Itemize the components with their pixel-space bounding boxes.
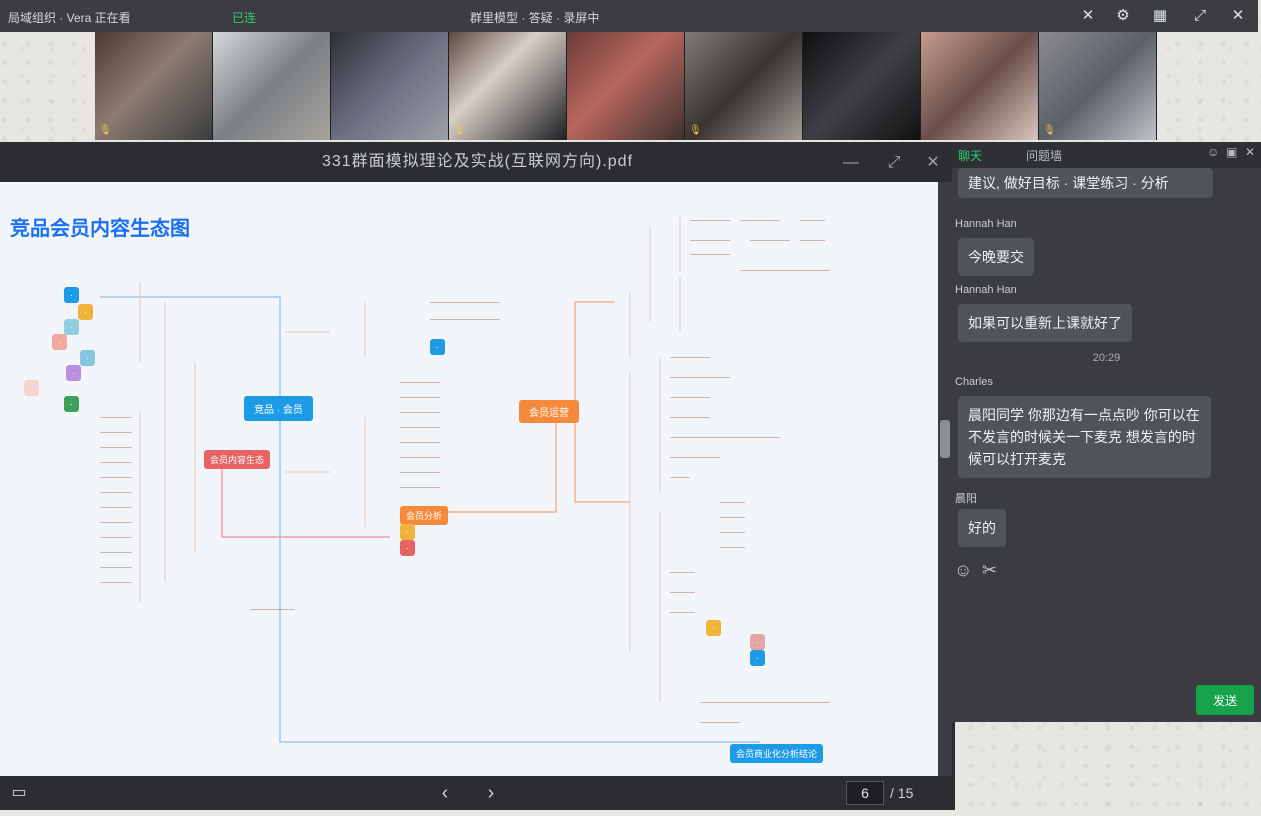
- pdf-scrollbar-thumb[interactable]: [940, 420, 950, 458]
- video-tile[interactable]: 🎙: [95, 32, 213, 140]
- mindmap-sub-node: ·: [400, 524, 415, 540]
- minimize-icon[interactable]: —: [843, 154, 859, 171]
- mic-icon: 🎙: [99, 125, 112, 136]
- send-button[interactable]: 发送: [1196, 685, 1254, 715]
- video-tile[interactable]: 🎙: [685, 32, 803, 140]
- mic-icon: 🎙: [689, 125, 702, 136]
- mindmap-tag: ·: [64, 396, 79, 412]
- mindmap-tag: ·: [80, 350, 95, 366]
- pdf-title: 331群面模拟理论及实战(互联网方向).pdf: [321, 153, 634, 170]
- mindmap-sub-node: ·: [400, 540, 415, 556]
- mindmap-branch-node: 竞品 · 会员: [244, 396, 313, 421]
- close-icon[interactable]: ✕: [926, 154, 940, 171]
- mindmap-branch-node: 会员运营: [519, 400, 579, 423]
- chat-sender: Hannah Han: [955, 284, 1017, 296]
- video-tile[interactable]: [567, 32, 685, 140]
- mindmap-tag: ·: [78, 304, 93, 320]
- mindmap-sub-node: 会员分析: [400, 506, 449, 525]
- chat-timestamp: 20:29: [1092, 352, 1121, 364]
- mic-icon: 🎙: [1043, 125, 1056, 136]
- prev-page-button[interactable]: ‹: [441, 782, 449, 804]
- thumbnail-icon[interactable]: ▭: [11, 784, 27, 801]
- pdf-page: 竞品会员内容生态图 竞品 · 会员 会员内容生态 会员运营 会员分析: [0, 182, 938, 776]
- pdf-viewer-window: 331群面模拟理论及实战(互联网方向).pdf — ⤢ ✕ 竞品会员内容生态图: [0, 142, 955, 810]
- close-red-icon[interactable]: ✕: [1081, 7, 1095, 24]
- page-number-input[interactable]: 6: [846, 781, 884, 805]
- expand-icon[interactable]: ⤢: [1193, 7, 1206, 24]
- video-strip: 🎙 🎙 🎙 🎙: [95, 32, 1157, 140]
- chat-sender: Hannah Han: [955, 218, 1017, 230]
- mindmap-sub-node: ·: [706, 620, 721, 636]
- chat-message: 好的: [958, 509, 1006, 547]
- mindmap-tag: ·: [24, 380, 39, 396]
- meeting-title: 群里模型 · 答疑 · 录屏中: [470, 11, 600, 25]
- chat-message: 今晚要交: [958, 238, 1034, 276]
- chat-header: 聊天 问题墙 ☺ ▣ ✕: [952, 142, 1261, 168]
- close-icon[interactable]: ✕: [1245, 145, 1256, 159]
- chat-sender: 晨阳: [955, 493, 977, 505]
- scissors-icon[interactable]: ✂: [982, 560, 998, 580]
- layout-icon[interactable]: ▦: [1152, 7, 1168, 24]
- tab-questions[interactable]: 问题墙: [1026, 149, 1063, 163]
- settings-icon[interactable]: ⚙: [1116, 7, 1130, 24]
- page-heading: 竞品会员内容生态图: [10, 218, 190, 240]
- meeting-info-text: 局域组织 · Vera 正在看: [8, 11, 131, 25]
- mindmap-sub-node: ·: [750, 650, 765, 666]
- page-total: / 15: [890, 785, 914, 801]
- connection-status: 已连: [232, 11, 257, 25]
- popout-icon[interactable]: ▣: [1226, 145, 1238, 159]
- video-tile[interactable]: [921, 32, 1039, 140]
- video-tile[interactable]: [803, 32, 921, 140]
- chat-message: 建议, 做好目标 · 课堂练习 · 分析: [958, 168, 1213, 198]
- fullscreen-icon[interactable]: ⤢: [887, 154, 901, 171]
- close-icon[interactable]: ✕: [1231, 7, 1245, 24]
- mindmap-connectors: [100, 217, 760, 743]
- pdf-scrollbar[interactable]: [938, 182, 952, 776]
- mindmap-tag: ·: [64, 319, 79, 335]
- emoji-icon[interactable]: ☺: [1207, 145, 1220, 159]
- mindmap-tag: ·: [64, 287, 79, 303]
- meeting-top-bar: 局域组织 · Vera 正在看 已连 群里模型 · 答疑 · 录屏中 ✕ ⚙ ▦…: [0, 0, 1258, 32]
- pdf-bottom-bar: ▭ ‹ › 6 / 15: [0, 776, 955, 810]
- mindmap-sub-node: 会员商业化分析结论: [730, 744, 824, 763]
- chat-panel: 聊天 问题墙 ☺ ▣ ✕ 建议, 做好目标 · 课堂练习 · 分析 Hannah…: [952, 142, 1261, 722]
- emoji-icon[interactable]: ☺: [954, 560, 973, 580]
- mic-icon: 🎙: [453, 125, 466, 136]
- tab-chat[interactable]: 聊天: [958, 149, 983, 163]
- video-tile[interactable]: 🎙: [449, 32, 567, 140]
- video-tile[interactable]: 🎙: [1039, 32, 1157, 140]
- next-page-button[interactable]: ›: [487, 782, 495, 804]
- mindmap-center-node: 会员内容生态: [204, 450, 271, 469]
- mindmap-sub-node: ·: [430, 339, 445, 355]
- mindmap-tag: ·: [52, 334, 67, 350]
- chat-message: 晨阳同学 你那边有一点点吵 你可以在不发言的时候关一下麦克 想发言的时候可以打开…: [958, 396, 1211, 478]
- chat-message: 如果可以重新上课就好了: [958, 304, 1132, 342]
- mindmap-tag: ·: [66, 365, 81, 381]
- video-tile[interactable]: [331, 32, 449, 140]
- mindmap-sub-node: ·: [750, 634, 765, 650]
- chat-sender: Charles: [955, 376, 993, 388]
- video-tile[interactable]: [213, 32, 331, 140]
